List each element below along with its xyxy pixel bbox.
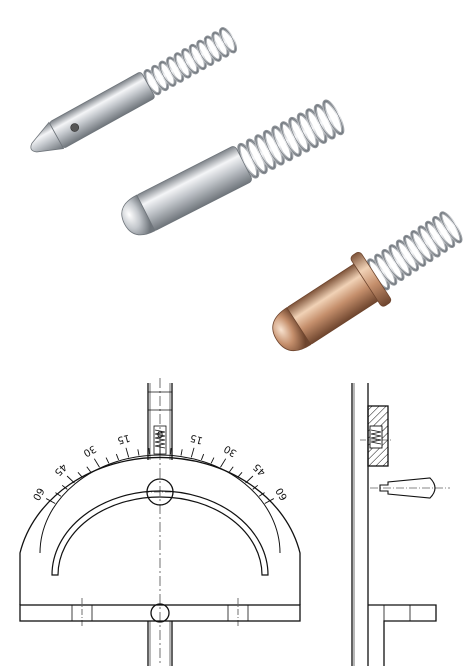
pointed-plunger-photo [30,27,238,153]
scale-minor-tick [137,449,140,456]
scale-minor-tick [77,472,83,478]
scale-minor-tick [170,448,172,455]
scale-minor-tick [258,492,265,497]
front-view-drawing [19,378,301,666]
scale-label: 15 [116,432,131,446]
scale-minor-tick [86,466,91,473]
spring-coil [143,27,238,96]
side-view-drawing [351,383,450,666]
scale-label: 60 [30,486,46,503]
scale-minor-tick [180,449,183,456]
cross-hole [70,123,80,132]
scale-minor-tick [115,453,120,461]
scale-label: 45 [52,461,69,478]
scale-major-tick [245,475,254,484]
scale-label: 45 [251,461,268,478]
scale-minor-tick [55,492,62,497]
scale-major-tick [93,458,100,468]
spring-coil [237,99,345,179]
protractor-slot [51,490,269,576]
scale-major-tick [125,447,130,458]
scale-minor-tick [200,453,205,461]
flange [350,251,392,307]
side-foot [368,604,437,666]
scale-minor-tick [252,484,259,490]
scale-label: 60 [274,486,290,503]
scale-minor-tick [61,484,68,490]
scale-minor-tick [229,466,234,473]
scale-major-tick [45,498,56,504]
scale-label: 30 [81,442,98,458]
scale-major-tick [66,475,75,484]
scale-label: 15 [189,432,204,446]
scale-minor-tick [210,457,215,464]
bronze-plunger-photo [272,211,463,351]
scale-minor-tick [237,472,243,478]
spring-coil [366,211,463,291]
rounded-plunger-photo [121,99,345,236]
scale-major-tick [190,447,195,458]
scale-label: 30 [222,442,239,458]
scale-minor-tick [148,448,150,455]
side-handle [379,477,436,499]
scale-label: 0 [157,430,163,441]
scale-major-tick [220,458,227,468]
scale-major-tick [264,498,275,504]
scale-minor-tick [105,457,110,464]
